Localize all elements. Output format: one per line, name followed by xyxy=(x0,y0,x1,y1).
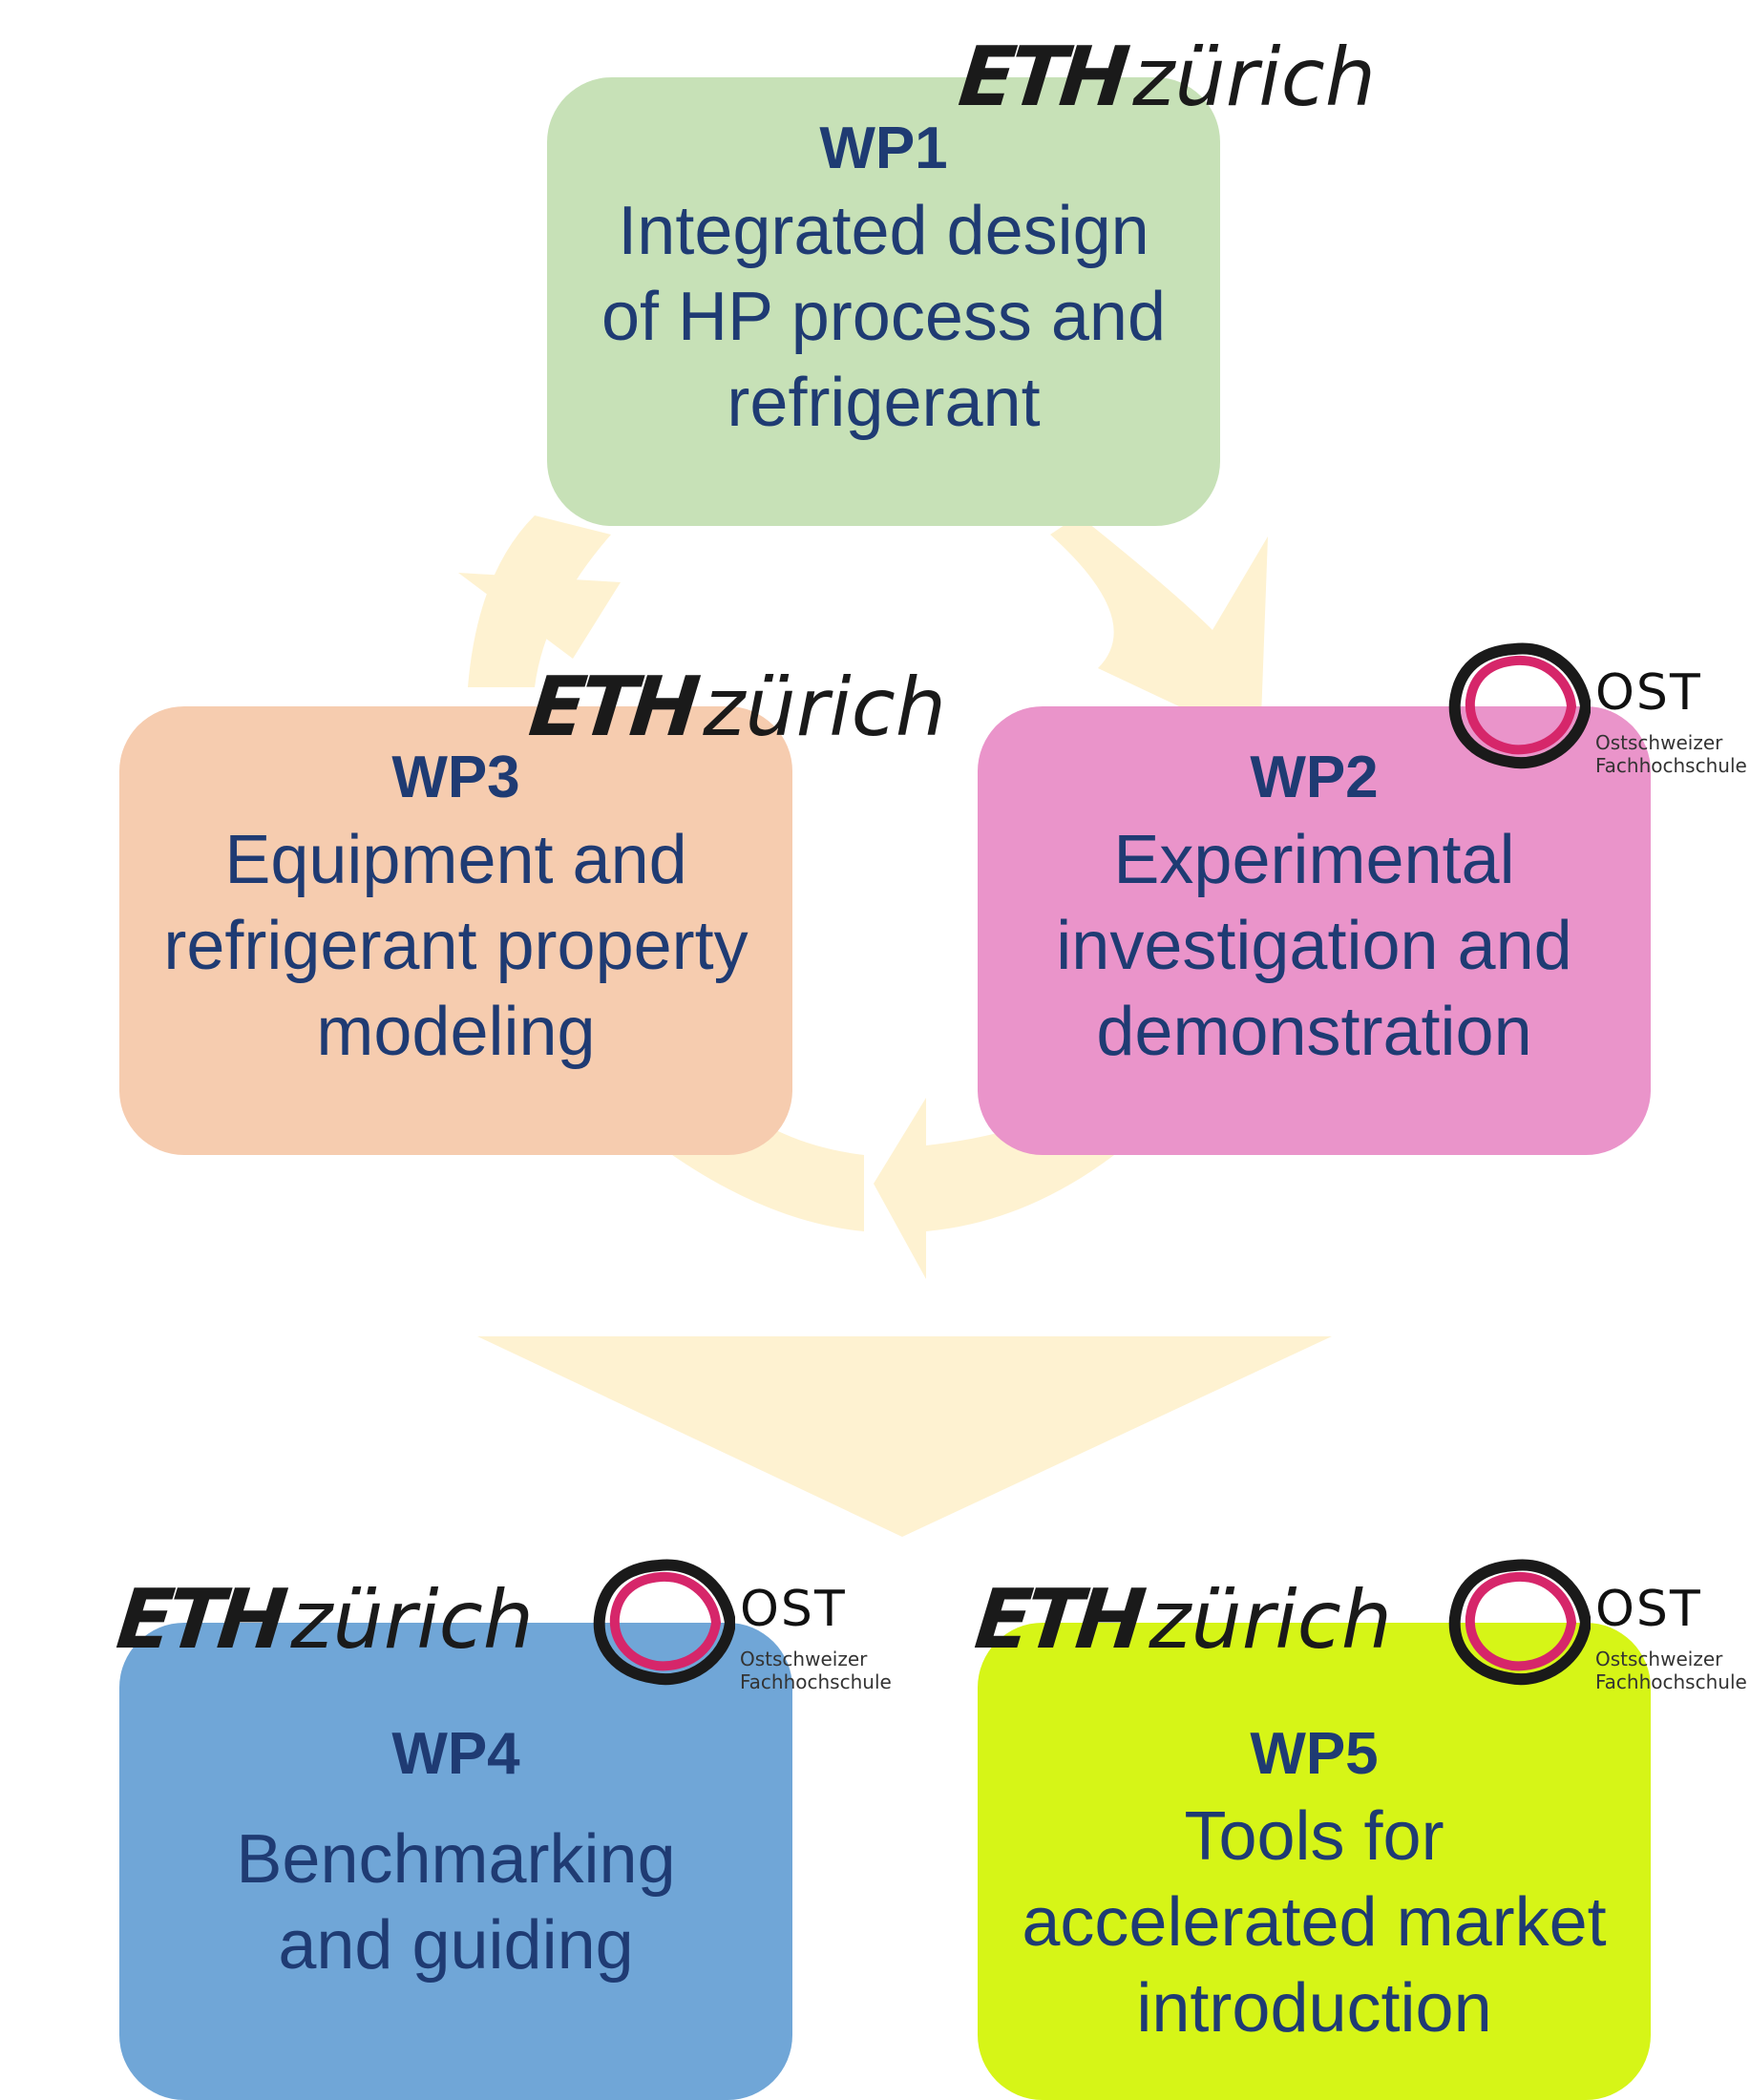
top-right-cycle-arrow xyxy=(1050,515,1268,745)
corner-shape-icon xyxy=(57,0,153,4)
wp3-title-line: modeling xyxy=(316,994,596,1070)
wp1-title-line: Integrated design xyxy=(618,193,1149,269)
left-arrow-head xyxy=(458,573,621,659)
wp5-id: WP5 xyxy=(1250,1721,1379,1787)
ost-logo: OST Ostschweizer Fachhochschule xyxy=(1447,640,1750,773)
wp1-id: WP1 xyxy=(819,116,948,181)
ost-logo-subtitle: Ostschweizer Fachhochschule xyxy=(1595,1648,1747,1690)
wp2-box: WP2 Experimental investigation and demon… xyxy=(978,706,1651,1155)
wp4-title-line: and guiding xyxy=(278,1907,634,1984)
wp3-title-line: Equipment and xyxy=(224,822,687,898)
eth-logo-rest: zürich xyxy=(703,661,947,754)
ost-logo-line: Fachhochschule xyxy=(1595,754,1747,773)
ost-logo: OST Ostschweizer Fachhochschule xyxy=(1447,1556,1750,1690)
eth-zurich-logo: ETHzürich xyxy=(113,1572,535,1668)
down-funnel-arrow xyxy=(477,1336,1332,1537)
ost-logo-name: OST xyxy=(740,1581,847,1638)
wp1-title: Integrated design of HP process and refr… xyxy=(547,188,1220,446)
wp1-title-line: of HP process and xyxy=(601,279,1166,355)
eth-logo-rest: zürich xyxy=(290,1573,535,1667)
eth-logo-rest: zürich xyxy=(1149,1573,1393,1667)
ost-ring-icon xyxy=(1448,1559,1591,1686)
eth-logo-strong: ETH xyxy=(954,30,1128,125)
wp2-title-line: Experimental xyxy=(1113,822,1515,898)
ost-logo-line: Fachhochschule xyxy=(740,1670,892,1693)
wp1-title-line: refrigerant xyxy=(727,365,1041,441)
eth-logo-strong: ETH xyxy=(524,660,699,755)
eth-zurich-logo: ETHzürich xyxy=(525,660,947,755)
wp2-id: WP2 xyxy=(1250,745,1379,810)
ost-logo-line: Ostschweizer xyxy=(740,1648,868,1670)
wp3-id: WP3 xyxy=(391,745,520,810)
wp2-title: Experimental investigation and demonstra… xyxy=(978,817,1651,1075)
wp2-title-line: investigation and xyxy=(1056,908,1572,984)
ost-logo-line: Ostschweizer xyxy=(1595,731,1723,754)
wp5-title-line: accelerated market xyxy=(1022,1884,1607,1961)
wp5-title: Tools for accelerated market introductio… xyxy=(978,1794,1651,2051)
wp5-box: WP5 Tools for accelerated market introdu… xyxy=(978,1623,1651,2100)
wp3-title-line: refrigerant property xyxy=(163,908,748,984)
ost-logo-subtitle: Ostschweizer Fachhochschule xyxy=(740,1648,892,1693)
eth-zurich-logo: ETHzürich xyxy=(971,1572,1393,1668)
wp3-title: Equipment and refrigerant property model… xyxy=(119,817,792,1075)
ost-logo-subtitle: Ostschweizer Fachhochschule xyxy=(1595,731,1747,773)
eth-logo-rest: zürich xyxy=(1132,31,1377,124)
wp2-title-line: demonstration xyxy=(1096,994,1532,1070)
wp4-title: Benchmarking and guiding xyxy=(119,1816,792,1988)
wp5-title-line: introduction xyxy=(1136,1970,1492,2047)
wp4-box: WP4 Benchmarking and guiding xyxy=(119,1623,792,2100)
wp1-box: WP1 Integrated design of HP process and … xyxy=(547,77,1220,526)
ost-logo-line: Ostschweizer xyxy=(1595,1648,1723,1670)
ost-logo: OST Ostschweizer Fachhochschule xyxy=(592,1556,907,1693)
eth-zurich-logo: ETHzürich xyxy=(955,30,1377,125)
ost-logo-line: Fachhochschule xyxy=(1595,1670,1747,1690)
ost-ring-icon xyxy=(1448,642,1591,769)
ost-ring-icon xyxy=(593,1559,735,1686)
wp5-title-line: Tools for xyxy=(1184,1798,1444,1875)
wp4-title-line: Benchmarking xyxy=(236,1821,676,1898)
ost-logo-name: OST xyxy=(1595,664,1702,722)
eth-logo-strong: ETH xyxy=(970,1572,1145,1668)
wp3-box: WP3 Equipment and refrigerant property m… xyxy=(119,706,792,1155)
eth-logo-strong: ETH xyxy=(112,1572,286,1668)
ost-logo-name: OST xyxy=(1595,1581,1702,1638)
wp4-id: WP4 xyxy=(391,1721,520,1787)
